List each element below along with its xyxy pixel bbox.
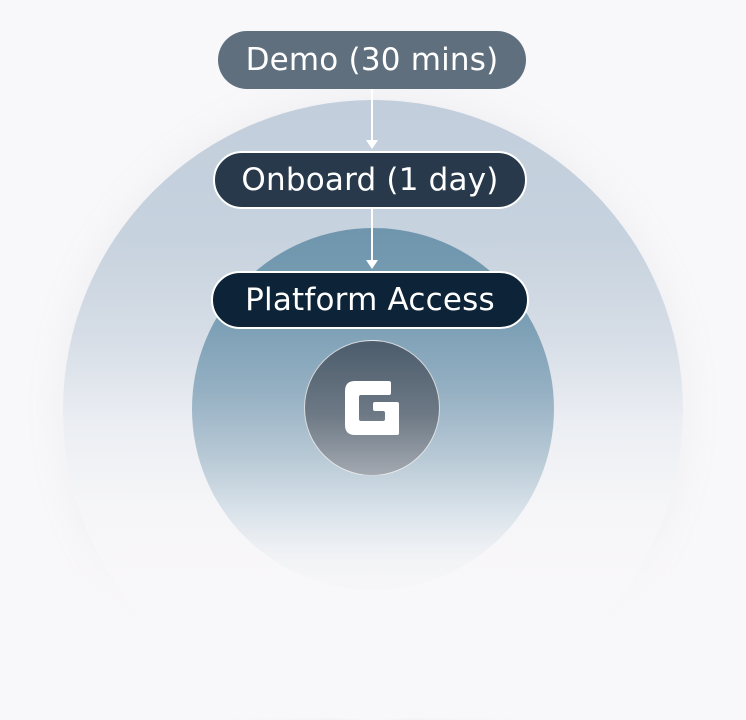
step-onboard: Onboard (1 day) [213, 151, 527, 209]
connector-line [371, 88, 373, 140]
logo-disc [304, 340, 440, 476]
step-demo: Demo (30 mins) [218, 31, 526, 89]
arrow-down-icon [366, 140, 378, 149]
bottom-fade [0, 520, 746, 718]
step-platform-access: Platform Access [211, 271, 529, 329]
g-logo-icon [345, 381, 399, 435]
arrow-down-icon [366, 260, 378, 269]
connector-line [371, 208, 373, 260]
